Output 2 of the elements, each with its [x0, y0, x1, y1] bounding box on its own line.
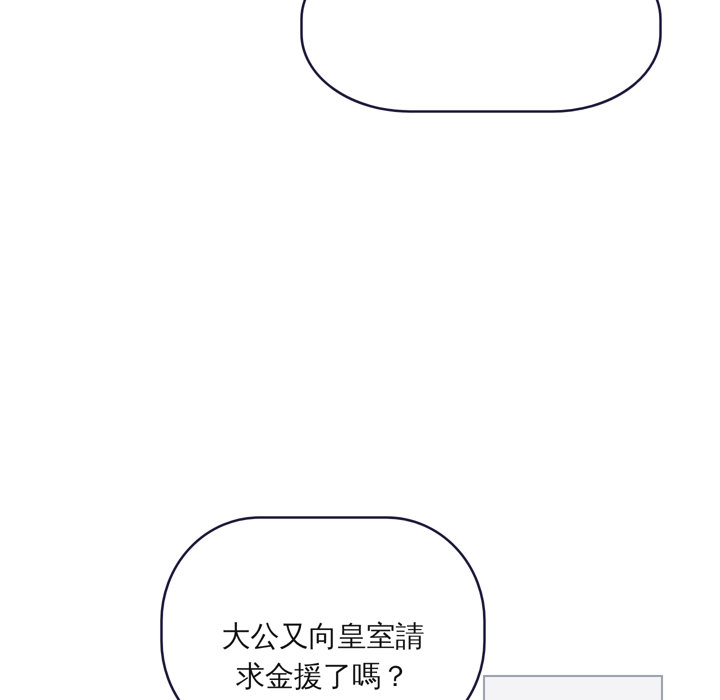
speech-bubble [160, 516, 486, 700]
dialogue-text: 大公又向皇室請求金援了嗎？ [220, 618, 426, 695]
